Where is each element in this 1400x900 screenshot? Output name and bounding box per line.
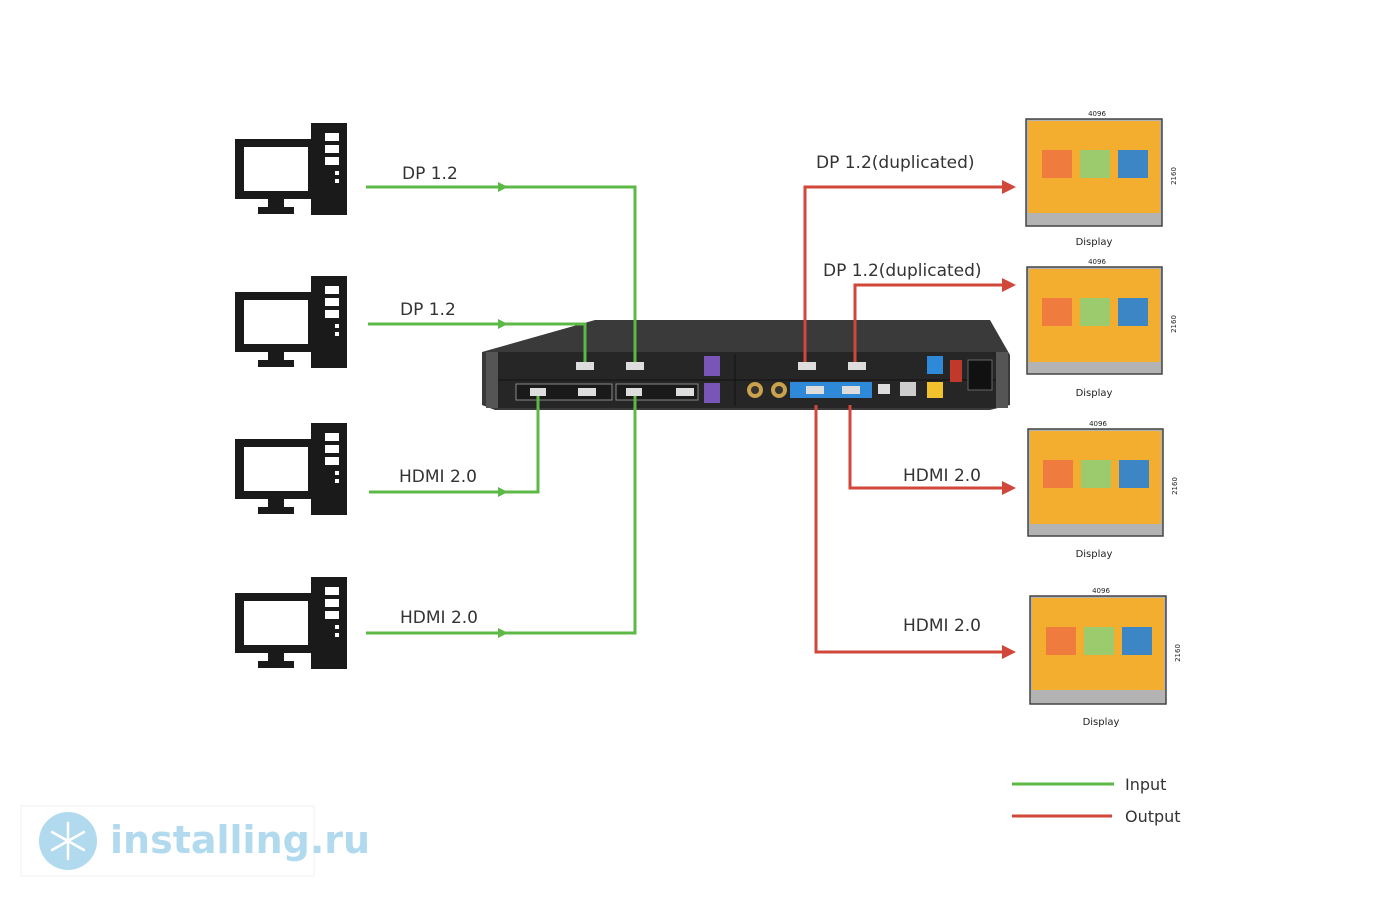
output-line-1 xyxy=(803,185,1004,362)
arrow-icon xyxy=(498,319,508,329)
input-label-4: HDMI 2.0 xyxy=(400,608,478,628)
input-label-3: HDMI 2.0 xyxy=(399,467,477,487)
arrow-icon xyxy=(498,628,508,638)
display-3: 4096 2160 Display xyxy=(1027,420,1179,560)
display-width-label: 4096 xyxy=(1092,587,1110,595)
output-label-2: DP 1.2(duplicated) xyxy=(823,261,982,281)
display-caption: Display xyxy=(1076,237,1113,248)
arrow-icon xyxy=(498,182,508,192)
arrow-icon xyxy=(1002,645,1016,659)
output-connections xyxy=(803,185,1004,654)
display-width-label: 4096 xyxy=(1089,420,1107,428)
display-height-label: 2160 xyxy=(1170,315,1178,333)
dp-port-out-1 xyxy=(798,362,816,370)
display-caption: Display xyxy=(1076,388,1113,399)
display-width-label: 4096 xyxy=(1088,110,1106,118)
input-line-1 xyxy=(366,185,637,362)
desktop-computer-icon xyxy=(235,423,347,515)
input-line-3 xyxy=(369,396,540,494)
display-caption: Display xyxy=(1083,717,1120,728)
display-width-label: 4096 xyxy=(1088,258,1106,266)
output-line-3 xyxy=(848,405,1004,490)
dp-port-in-2 xyxy=(626,362,644,370)
display-height-label: 2160 xyxy=(1170,167,1178,185)
display-2: 4096 2160 Display xyxy=(1026,258,1178,399)
dp-port-out-2 xyxy=(848,362,866,370)
desktop-computer-icon xyxy=(235,577,347,669)
dp-port-in-1 xyxy=(576,362,594,370)
input-line-4 xyxy=(366,396,637,635)
hdmi-port-out-2 xyxy=(842,386,860,394)
input-line-2 xyxy=(368,322,587,362)
snowflake-icon xyxy=(39,812,97,870)
legend: Input Output xyxy=(1012,775,1181,826)
display-caption: Display xyxy=(1076,549,1113,560)
output-label-4: HDMI 2.0 xyxy=(903,616,981,636)
display-height-label: 2160 xyxy=(1174,644,1182,662)
computer-3 xyxy=(235,423,347,515)
desktop-computer-icon xyxy=(235,123,347,215)
watermark: installing.ru xyxy=(20,805,370,877)
legend-input-label: Input xyxy=(1125,775,1166,794)
hdmi-port-in-1 xyxy=(530,388,546,396)
input-connections xyxy=(366,185,637,635)
hdmi-port-out-1 xyxy=(806,386,824,394)
output-line-4 xyxy=(814,405,1004,654)
computer-1 xyxy=(235,123,347,215)
output-label-1: DP 1.2(duplicated) xyxy=(816,153,975,173)
arrow-icon xyxy=(498,487,508,497)
display-height-label: 2160 xyxy=(1171,477,1179,495)
video-processor-device xyxy=(482,320,1010,410)
desktop-computer-icon xyxy=(235,276,347,368)
legend-output-label: Output xyxy=(1125,807,1181,826)
hdmi-port-in-2 xyxy=(626,388,642,396)
input-label-1: DP 1.2 xyxy=(402,164,458,184)
display-1: 4096 2160 Display xyxy=(1025,110,1178,248)
display-4: 4096 2160 Display xyxy=(1029,587,1182,728)
computer-4 xyxy=(235,577,347,669)
watermark-text: installing.ru xyxy=(110,818,370,862)
arrow-icon xyxy=(1002,278,1016,292)
computer-2 xyxy=(235,276,347,368)
input-arrowheads xyxy=(498,182,508,638)
input-label-2: DP 1.2 xyxy=(400,300,456,320)
arrow-icon xyxy=(1002,481,1016,495)
output-line-2 xyxy=(853,283,1004,362)
output-arrowheads xyxy=(1002,180,1016,659)
output-label-3: HDMI 2.0 xyxy=(903,466,981,486)
arrow-icon xyxy=(1002,180,1016,194)
